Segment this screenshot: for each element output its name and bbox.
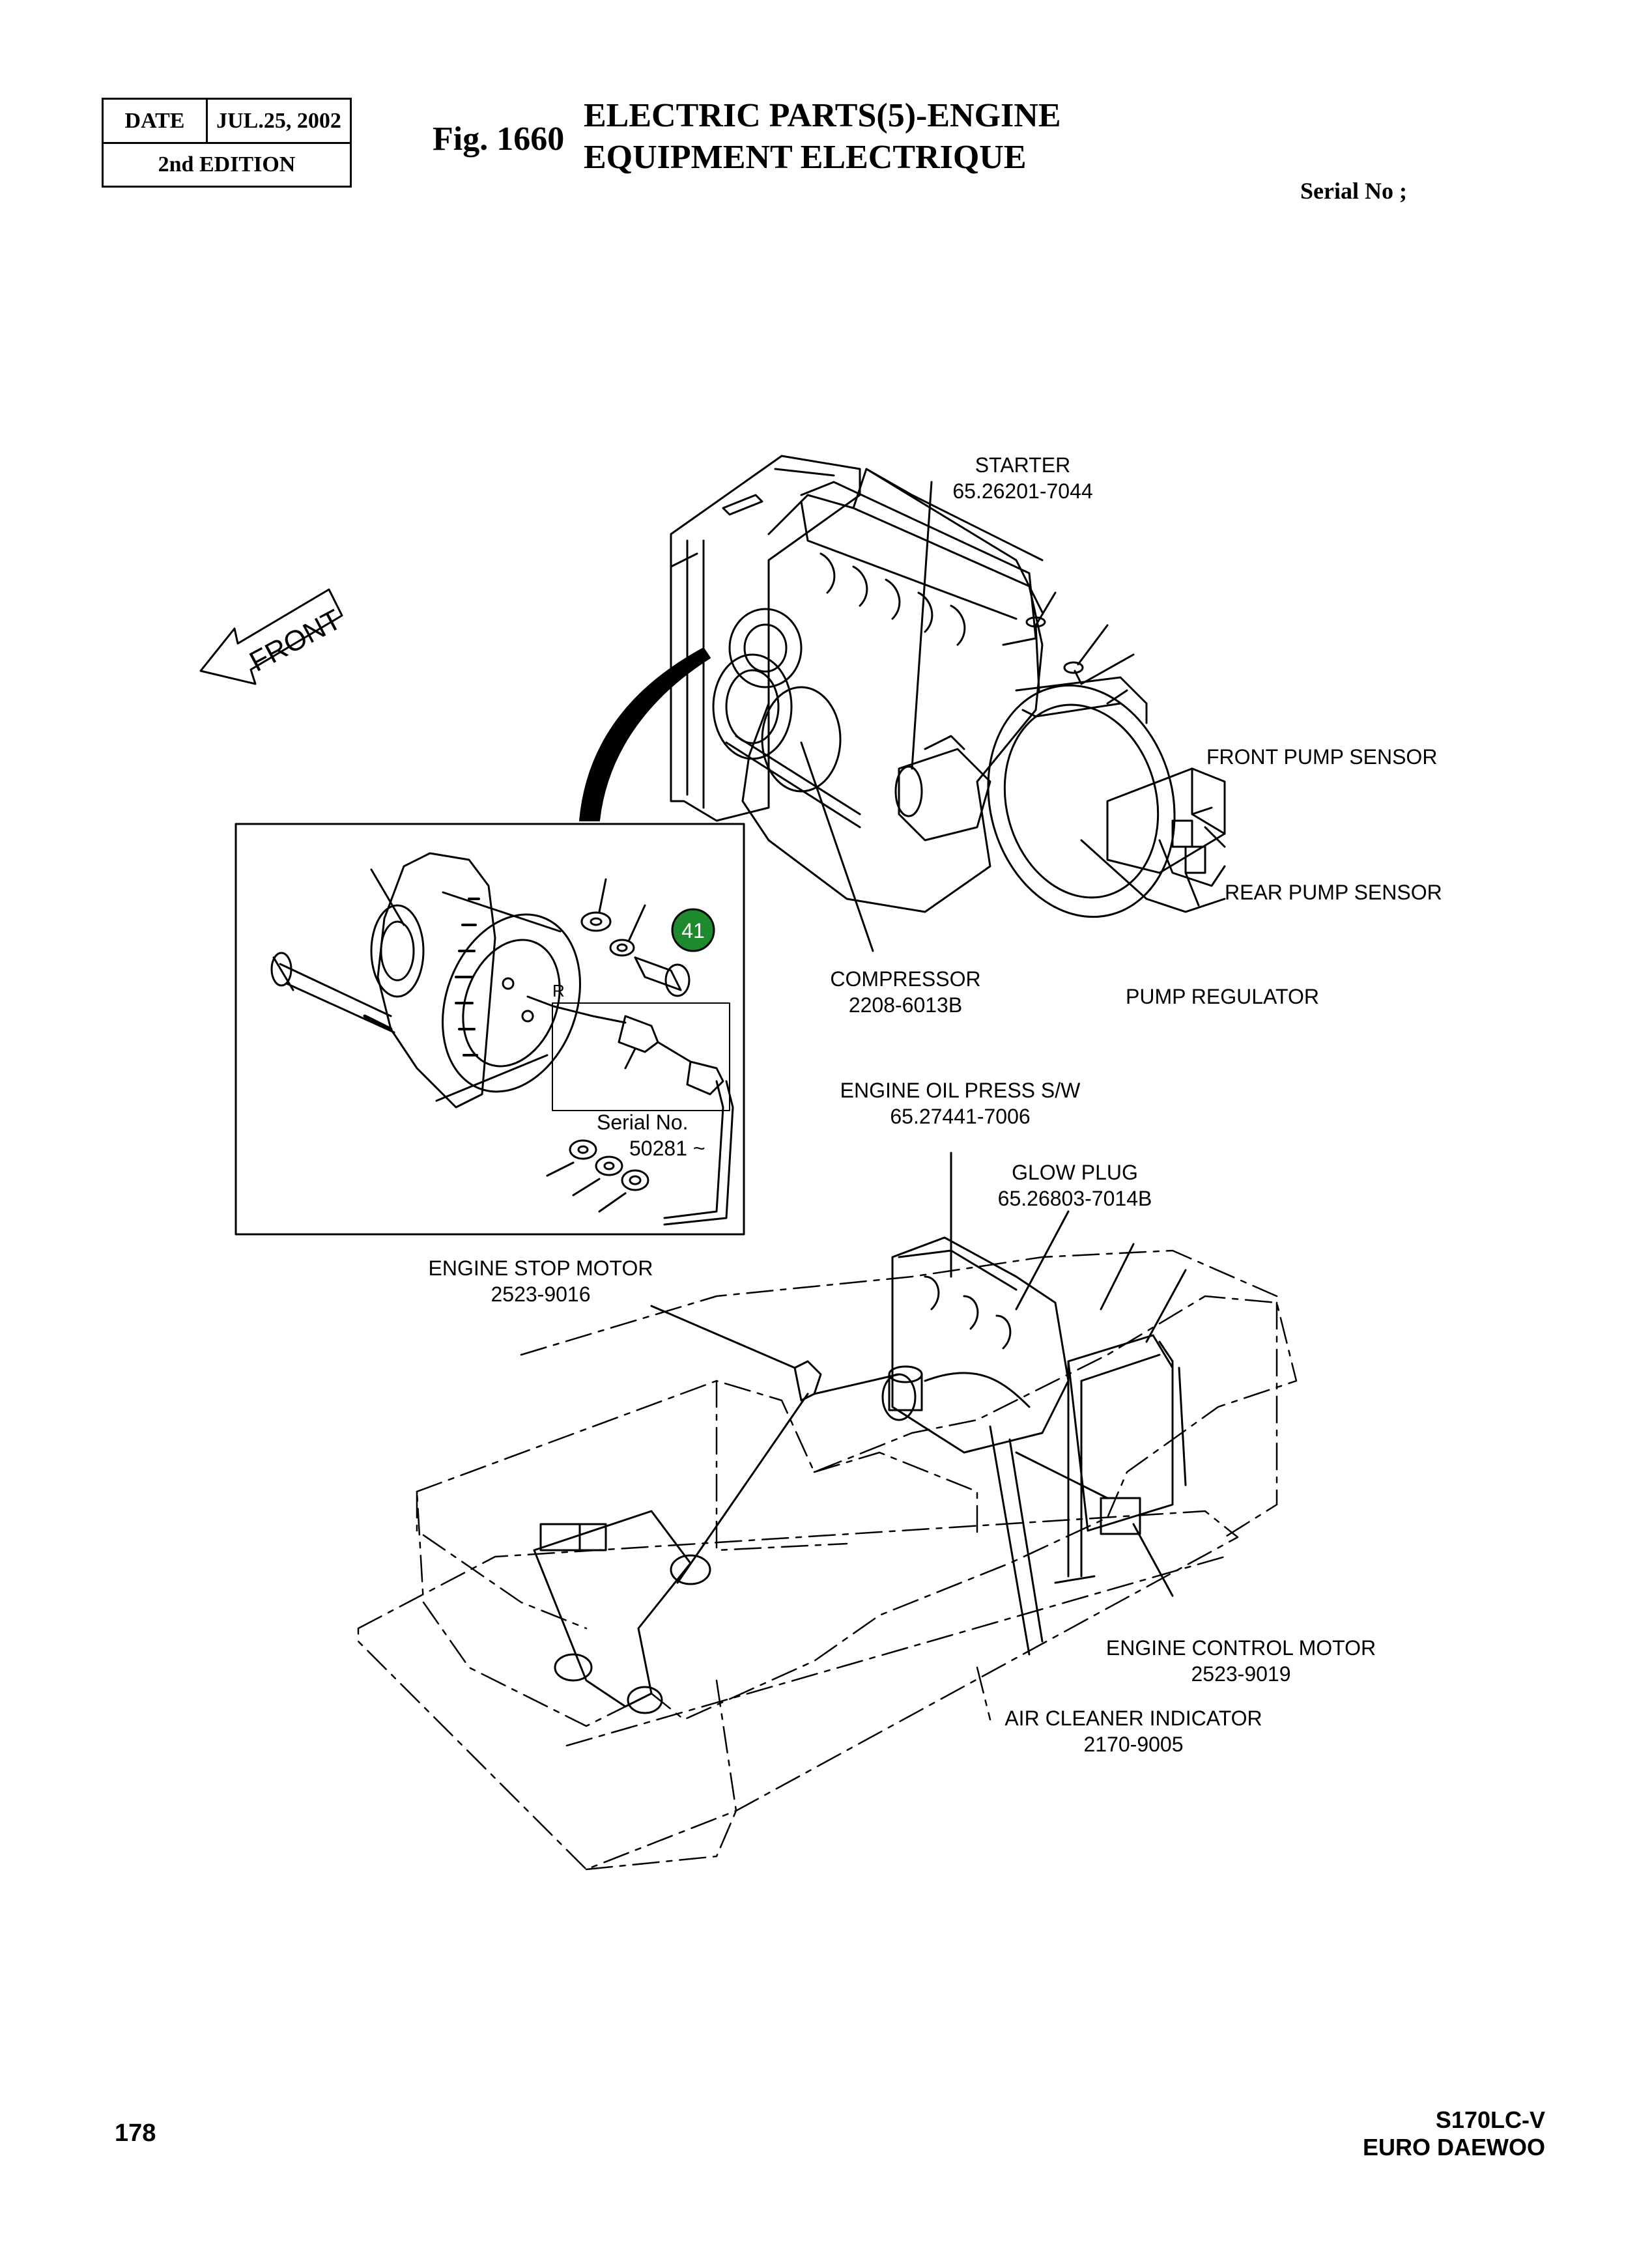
rear-pump-sensor-label: REAR PUMP SENSOR [1225, 881, 1442, 904]
terminal-label: R [552, 981, 565, 1000]
engine-assembly-drawing [579, 455, 1226, 952]
page-title: ELECTRIC PARTS(5)-ENGINE [584, 97, 1061, 134]
serial-number-label: Serial No ; [1300, 178, 1407, 204]
compressor-name: COMPRESSOR [830, 967, 981, 991]
alternator-inset [235, 823, 745, 1236]
engine-oil-press-label: ENGINE OIL PRESS S/W 65.27441-7006 [823, 1077, 1097, 1129]
engine-oil-press-name: ENGINE OIL PRESS S/W [840, 1079, 1081, 1102]
engine-stop-motor-label: ENGINE STOP MOTOR 2523-9016 [417, 1255, 664, 1307]
footer-brand: EURO DAEWOO [1362, 2134, 1545, 2161]
inset-serial-line1: Serial No. [597, 1111, 689, 1134]
starter-name: STARTER [975, 453, 1071, 477]
inset-serial-label: Serial No. 50281 ~ [597, 1109, 705, 1161]
figure-number: Fig. 1660 [433, 120, 565, 158]
date-edition-box: DATE JUL.25, 2002 2nd EDITION [102, 98, 352, 188]
glow-plug-part: 65.26803-7014B [997, 1187, 1152, 1210]
air-cleaner-indicator-name: AIR CLEANER INDICATOR [1004, 1707, 1262, 1730]
engine-stop-motor-part: 2523-9016 [491, 1282, 591, 1306]
page-number: 178 [115, 2119, 156, 2147]
engine-control-motor-part: 2523-9019 [1191, 1662, 1291, 1686]
date-row: DATE JUL.25, 2002 [104, 100, 350, 144]
pump-regulator-label: PUMP REGULATOR [1126, 985, 1319, 1008]
date-value: JUL.25, 2002 [216, 109, 341, 133]
edition-label: 2nd EDITION [158, 152, 296, 177]
compressor-label: COMPRESSOR 2208-6013B [808, 966, 1003, 1018]
front-arrow-label: FRONT [244, 603, 347, 677]
page-subtitle: EQUIPMENT ELECTRIQUE [584, 139, 1027, 176]
inset-serial-line2: 50281 ~ [629, 1137, 705, 1160]
date-label: DATE [104, 100, 208, 142]
engine-oil-press-part: 65.27441-7006 [890, 1105, 1031, 1128]
callout-41-circle [671, 908, 715, 952]
starter-label: STARTER 65.26201-7044 [938, 452, 1107, 504]
front-pump-sensor-label: FRONT PUMP SENSOR [1206, 745, 1438, 769]
callout-41-number: 41 [681, 919, 705, 942]
callout-41: 41 [671, 908, 715, 952]
footer-model: S170LC-V [1435, 2106, 1545, 2133]
engine-control-motor-label: ENGINE CONTROL MOTOR 2523-9019 [1094, 1635, 1388, 1687]
air-cleaner-indicator-label: AIR CLEANER INDICATOR 2170-9005 [990, 1705, 1277, 1757]
engine-stop-motor-name: ENGINE STOP MOTOR [428, 1256, 653, 1280]
air-cleaner-indicator-part: 2170-9005 [1083, 1733, 1184, 1756]
compressor-part: 2208-6013B [848, 993, 963, 1017]
glow-plug-label: GLOW PLUG 65.26803-7014B [977, 1159, 1173, 1212]
front-arrow-icon: FRONT [199, 588, 347, 685]
chassis-drawing [357, 1152, 1298, 1871]
footer-model-block: S170LC-V EURO DAEWOO [1363, 2106, 1545, 2161]
glow-plug-name: GLOW PLUG [1012, 1161, 1138, 1184]
engine-control-motor-name: ENGINE CONTROL MOTOR [1105, 1636, 1376, 1660]
starter-part: 65.26201-7044 [952, 479, 1093, 503]
